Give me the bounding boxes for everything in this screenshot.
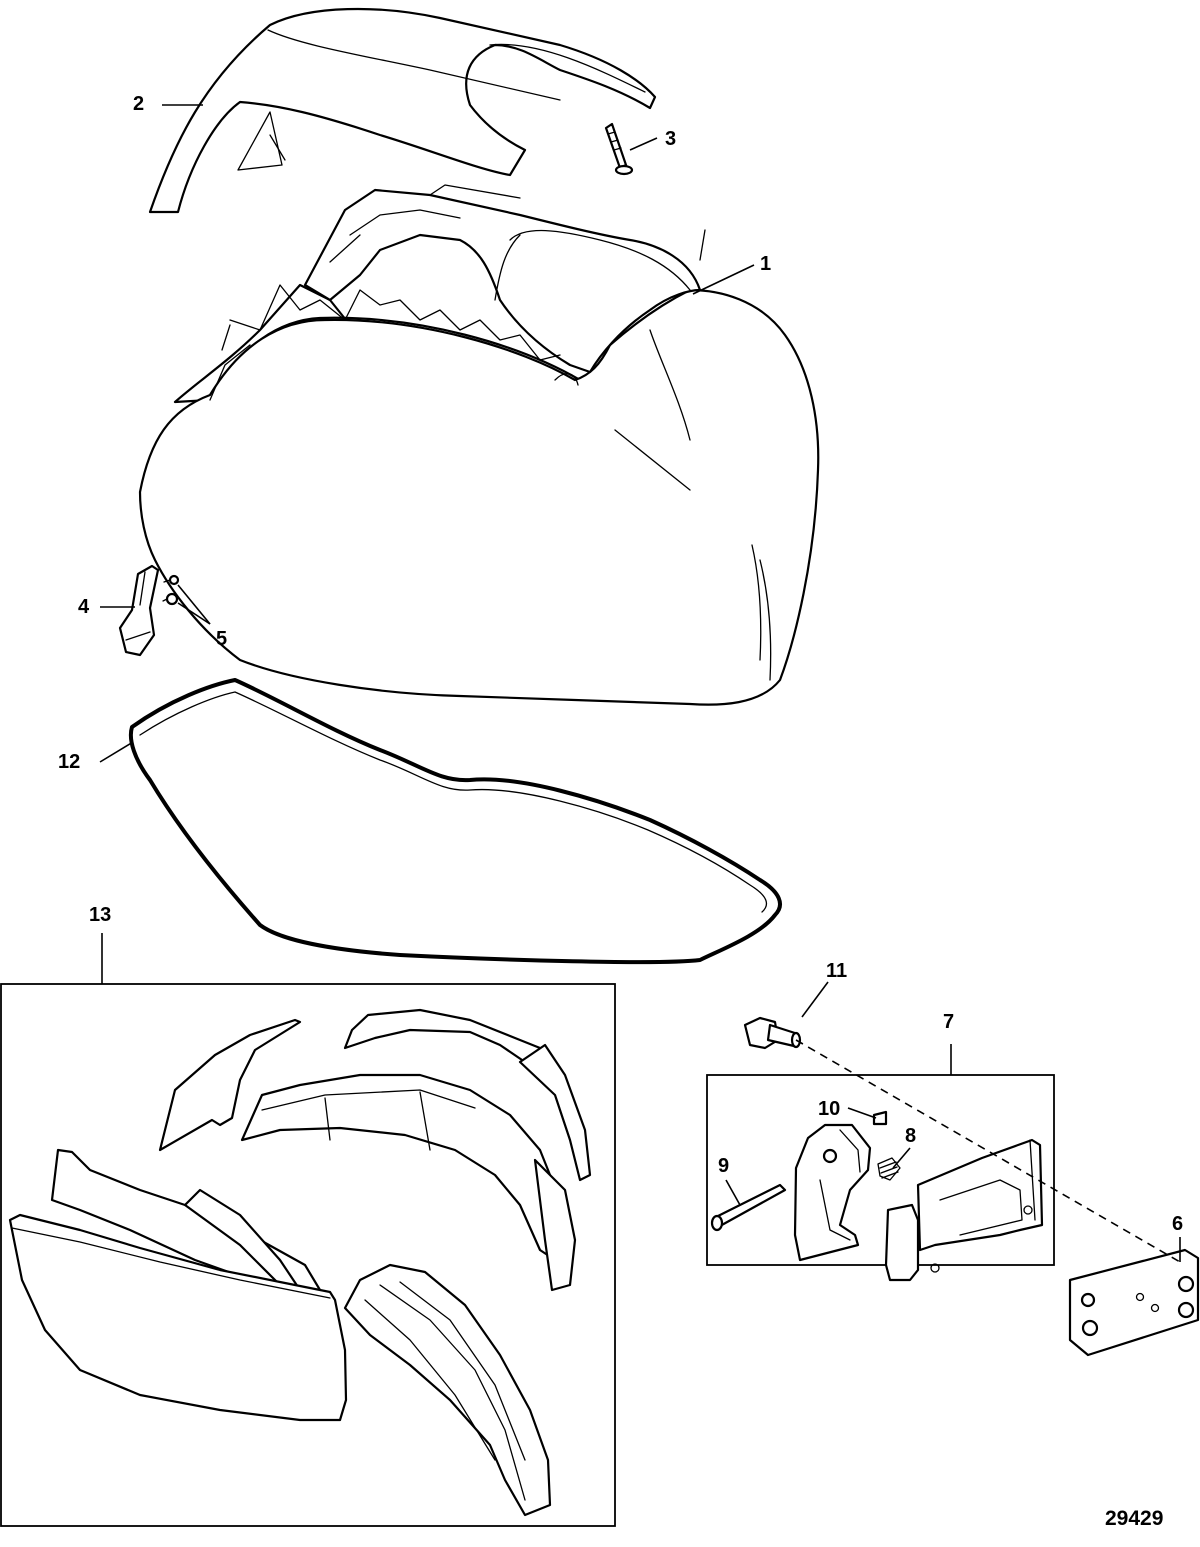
leader-12 — [99, 741, 134, 763]
top-cowl-cap-part — [148, 7, 657, 214]
callout-12: 12 — [58, 751, 80, 773]
screw-part — [604, 122, 634, 176]
callout-8: 8 — [905, 1125, 916, 1147]
top-cowl-part — [138, 184, 820, 706]
cowl-seal-part — [129, 678, 782, 965]
callout-1: 1 — [760, 253, 771, 275]
latch-kit-box — [706, 1074, 1055, 1266]
panel-kit-parts — [8, 1008, 592, 1517]
callout-11: 11 — [826, 960, 847, 982]
alignment-dashed-line — [795, 1039, 1181, 1263]
callout-2: 2 — [133, 93, 144, 115]
callout-10: 10 — [818, 1098, 840, 1120]
figure-number: 29429 — [1105, 1507, 1163, 1530]
callout-13: 13 — [89, 904, 111, 926]
callout-3: 3 — [665, 128, 676, 150]
callout-5: 5 — [216, 628, 227, 650]
callout-7: 7 — [943, 1011, 954, 1033]
panel-kit-box — [0, 983, 616, 1527]
callout-6: 6 — [1172, 1213, 1183, 1235]
latch-screws-part — [162, 574, 180, 606]
leader-1 — [692, 264, 755, 295]
mounting-plate-part — [1068, 1248, 1200, 1357]
callout-9: 9 — [718, 1155, 729, 1177]
leader-8 — [892, 1147, 911, 1169]
flange-bolt-part — [743, 1016, 802, 1050]
latch-hook-part — [118, 564, 160, 657]
leader-5b — [177, 602, 211, 625]
latch-kit-parts — [710, 1110, 1044, 1282]
leader-11 — [801, 981, 829, 1018]
leader-10 — [847, 1107, 877, 1119]
leader-3 — [629, 137, 658, 151]
callout-4: 4 — [78, 596, 90, 618]
leader-9 — [725, 1179, 741, 1206]
leader-5a — [177, 584, 211, 625]
